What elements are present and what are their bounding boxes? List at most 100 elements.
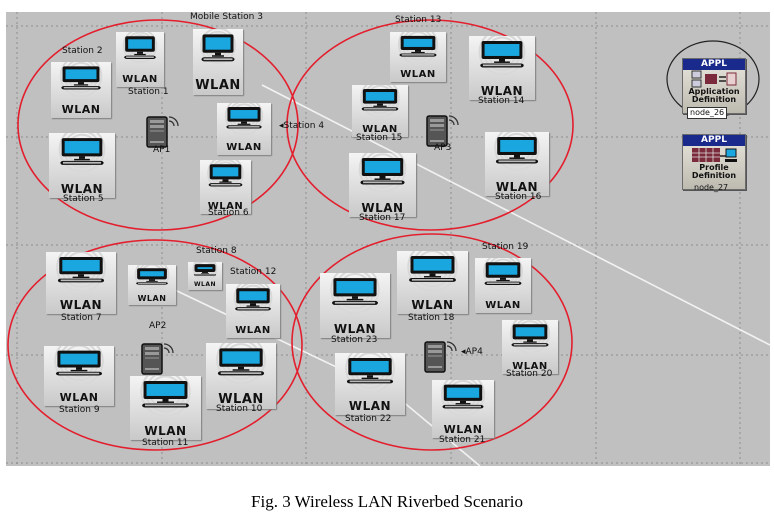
workstation-icon [485, 132, 549, 182]
station-node[interactable]: WLAN [349, 153, 416, 217]
node-name-label: node_26 [687, 107, 728, 119]
wlan-badge: WLAN [411, 298, 454, 312]
station-node[interactable]: WLAN [44, 346, 114, 406]
wlan-badge: WLAN [137, 294, 167, 303]
range-circle-ap1 [17, 19, 299, 231]
access-point-icon [426, 115, 459, 147]
node-name-label: node_27 [694, 183, 729, 192]
station-node[interactable]: WLAN [469, 36, 535, 100]
wlan-badge: WLAN [362, 124, 398, 135]
access-point-label: AP1 [153, 145, 171, 155]
station-node[interactable]: WLAN [320, 273, 390, 338]
appl-title-line-2: Definition [691, 171, 737, 180]
range-circle-ap3 [286, 19, 574, 231]
workstation-icon [320, 273, 390, 324]
wlan-badge: WLAN [400, 69, 436, 80]
station-node[interactable]: WLAN [193, 29, 243, 95]
wlan-badge: WLAN [60, 182, 104, 196]
station-label: Station 12 [230, 267, 277, 277]
station-node[interactable]: WLAN [128, 265, 176, 305]
workstation-icon [469, 36, 535, 86]
station-node[interactable]: WLAN [46, 252, 116, 314]
access-point-icon [141, 343, 174, 375]
station-label: Station 23 [331, 335, 378, 345]
wlan-badge: WLAN [122, 74, 158, 85]
station-node[interactable]: WLAN [200, 160, 251, 214]
station-node[interactable]: WLAN [51, 62, 111, 118]
appl-title-line-1: Application [688, 87, 740, 96]
wlan-badge: WLAN [144, 424, 187, 438]
station-label: Station 9 [59, 405, 100, 415]
wlan-badge: WLAN [218, 392, 264, 407]
wlan-badge: WLAN [333, 322, 377, 336]
station-node[interactable]: WLAN [130, 376, 201, 440]
station-label: Station 19 [482, 242, 529, 252]
station-node[interactable]: WLAN [485, 132, 549, 196]
wlan-badge: WLAN [226, 142, 262, 153]
workstation-icon [217, 103, 271, 144]
station-label: Station 2 [62, 46, 103, 56]
workstation-icon [188, 262, 222, 284]
appl-title-line-1: Profile [699, 163, 729, 172]
wlan-badge: WLAN [361, 201, 404, 215]
workstation-icon [335, 353, 405, 401]
workstation-icon [200, 160, 251, 202]
station-node[interactable]: WLAN [397, 251, 468, 314]
workstation-icon [206, 343, 276, 394]
station-label: Station 20 [506, 369, 553, 379]
workstation-icon [475, 258, 531, 301]
station-label: Station 5 [63, 194, 104, 204]
station-node[interactable]: WLAN [475, 258, 531, 313]
wlan-badge: WLAN [235, 325, 271, 336]
wlan-badge: WLAN [480, 84, 524, 98]
range-circle-ap4 [291, 233, 573, 451]
station-node[interactable]: WLAN [206, 343, 276, 409]
wlan-badge: WLAN [443, 423, 483, 436]
access-point-node[interactable] [145, 113, 179, 149]
wlan-badge: WLAN [59, 391, 99, 404]
wlan-badge: WLAN [61, 103, 101, 116]
station-node[interactable]: WLAN [502, 320, 558, 374]
station-label: Station 16 [495, 192, 542, 202]
workstation-icon [352, 85, 408, 126]
wlan-badge: WLAN [348, 399, 392, 413]
access-point-label: ◂AP4 [461, 347, 483, 357]
station-label: Station 21 [439, 435, 486, 445]
station-node[interactable]: WLAN [49, 133, 115, 198]
access-point-icon [424, 341, 457, 373]
station-node[interactable]: WLAN [188, 262, 222, 290]
access-point-node[interactable] [140, 340, 174, 376]
access-point-node[interactable] [425, 112, 459, 148]
station-node[interactable]: WLAN [226, 284, 280, 338]
profile-icon [683, 146, 745, 164]
station-label: Station 14 [478, 96, 525, 106]
station-node[interactable]: WLAN [352, 85, 408, 137]
station-label: Station 8 [196, 246, 237, 256]
station-node[interactable]: WLAN [217, 103, 271, 155]
access-point-label: AP2 [149, 321, 167, 331]
workstation-icon [116, 32, 164, 75]
access-point-label: AP3 [434, 143, 452, 153]
station-label: Station 1 [128, 87, 169, 97]
wlan-badge: WLAN [193, 281, 217, 288]
wlan-badge: WLAN [512, 361, 548, 372]
workstation-icon [128, 265, 176, 296]
station-label: Station 13 [395, 15, 442, 25]
station-node[interactable]: WLAN [390, 32, 446, 82]
station-node[interactable]: WLAN [432, 380, 494, 438]
workstation-icon [46, 252, 116, 300]
station-label: Station 15 [356, 133, 403, 143]
access-point-icon [146, 116, 179, 148]
access-point-node[interactable] [423, 338, 457, 374]
appl-title-line-2: Definition [691, 95, 737, 104]
wlan-badge: WLAN [485, 300, 521, 311]
trajectory-line [261, 84, 770, 346]
station-node[interactable]: WLAN [335, 353, 405, 415]
workstation-icon [44, 346, 114, 393]
wlan-badge: WLAN [195, 78, 241, 93]
range-circle-ap2 [7, 239, 303, 451]
station-node[interactable]: WLAN [116, 32, 164, 87]
